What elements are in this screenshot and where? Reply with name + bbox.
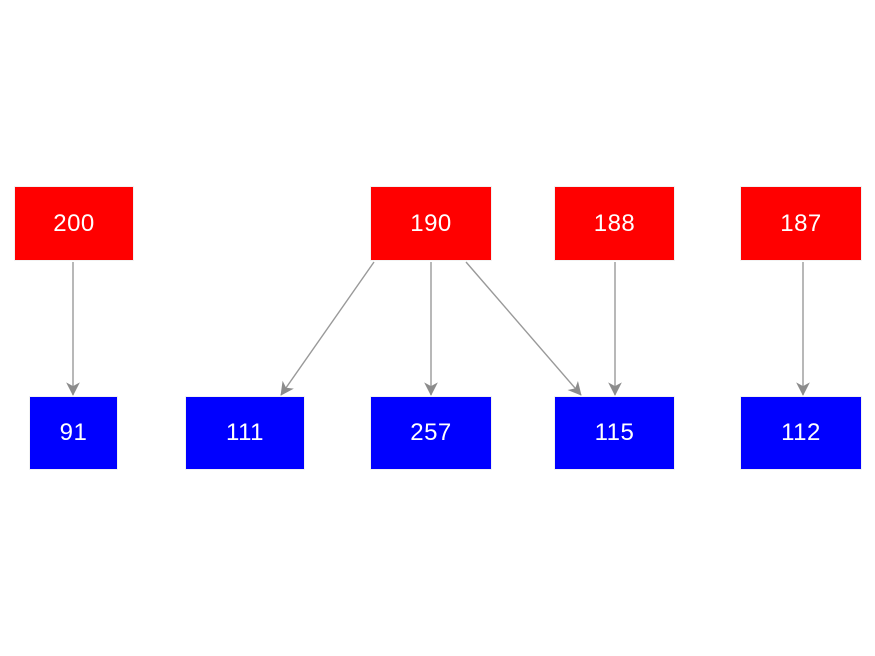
- node-257[interactable]: 257: [370, 396, 492, 470]
- node-label: 111: [226, 419, 264, 446]
- node-label: 187: [780, 209, 822, 237]
- node-115[interactable]: 115: [554, 396, 675, 470]
- node-111[interactable]: 111: [185, 396, 305, 470]
- node-label: 188: [593, 209, 636, 237]
- node-label: 257: [410, 419, 452, 446]
- node-187[interactable]: 187: [740, 186, 862, 261]
- node-label: 112: [781, 419, 821, 446]
- node-91[interactable]: 91: [29, 396, 118, 470]
- node-label: 115: [594, 419, 635, 446]
- node-200[interactable]: 200: [14, 186, 134, 261]
- node-label: 200: [53, 209, 95, 237]
- node-label: 190: [410, 209, 452, 237]
- node-190[interactable]: 190: [370, 186, 492, 261]
- node-188[interactable]: 188: [554, 186, 675, 261]
- edge-190-to-115: [465, 261, 582, 396]
- edge-190-to-111: [280, 261, 375, 396]
- node-112[interactable]: 112: [740, 396, 862, 470]
- node-label: 91: [59, 419, 88, 446]
